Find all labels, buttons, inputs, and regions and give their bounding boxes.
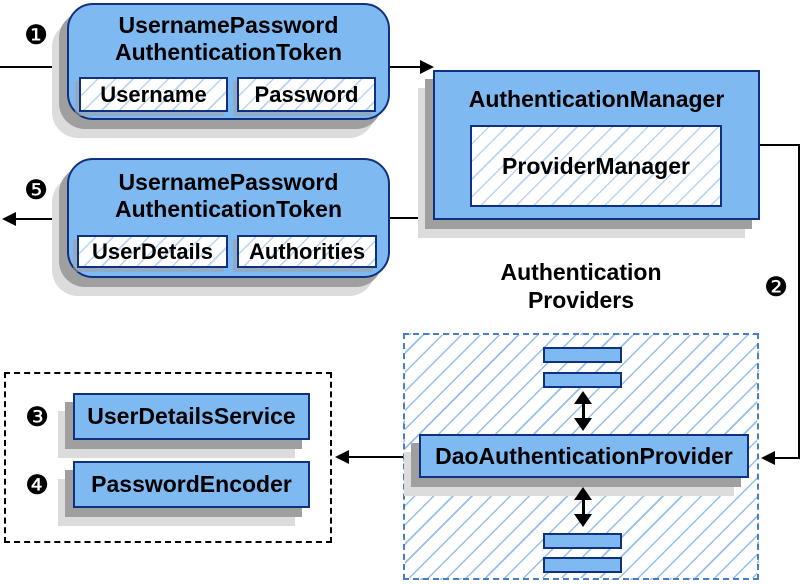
step1-incoming-line: [0, 66, 67, 68]
request-token-title-line1: UsernamePassword: [118, 12, 339, 38]
result-token-node: UsernamePassword AuthenticationToken Use…: [67, 158, 390, 278]
step4-badge: ❹: [25, 470, 50, 500]
user-details-service-node: UserDetailsService: [73, 393, 310, 440]
authentication-manager-title: AuthenticationManager: [468, 86, 725, 112]
step34-arrowhead-icon: [335, 450, 349, 464]
authorities-field: Authorities: [237, 235, 377, 268]
step1-arrow-line: [390, 66, 422, 68]
step5-badge: ❺: [24, 175, 49, 205]
provider-manager-box: ProviderManager: [470, 125, 722, 207]
step5-arrow-line: [14, 218, 67, 220]
step1-badge: ❶: [24, 20, 49, 50]
request-token-title: UsernamePassword AuthenticationToken: [69, 12, 388, 66]
step2-line-vertical: [798, 144, 800, 459]
username-field: Username: [79, 77, 228, 112]
provider-bar: [543, 347, 622, 363]
authentication-manager-node: AuthenticationManager ProviderManager: [433, 70, 760, 220]
step3-badge: ❸: [25, 402, 50, 432]
step2-line-bottom: [774, 457, 800, 459]
result-token-title-line1: UsernamePassword: [118, 169, 339, 195]
arrowhead-up-icon: [574, 487, 592, 500]
step1-arrowhead-icon: [420, 60, 434, 74]
double-arrow-top: [574, 391, 592, 431]
request-token-title-line2: AuthenticationToken: [114, 39, 342, 65]
provider-bar: [543, 557, 622, 573]
arrowhead-down-icon: [574, 418, 592, 431]
providers-group-title-line2: Providers: [527, 287, 635, 313]
password-encoder-node: PasswordEncoder: [73, 461, 310, 508]
password-field: Password: [237, 77, 376, 112]
step5-arrowhead-icon: [2, 212, 16, 226]
step2-line-top: [760, 144, 800, 146]
request-token-node: UsernamePassword AuthenticationToken Use…: [67, 3, 390, 120]
result-token-title: UsernamePassword AuthenticationToken: [69, 169, 388, 223]
arrow-shaft: [581, 495, 585, 519]
arrowhead-down-icon: [574, 514, 592, 527]
dao-authentication-provider-node: DaoAuthenticationProvider: [419, 434, 749, 478]
providers-group-title-line1: Authentication: [500, 259, 662, 285]
result-token-title-line2: AuthenticationToken: [114, 196, 342, 222]
arrowhead-up-icon: [574, 391, 592, 404]
provider-bar: [543, 372, 622, 388]
step2-arrowhead-icon: [761, 451, 775, 465]
step5-connector-line: [390, 217, 435, 219]
providers-group-title: Authentication Providers: [451, 258, 711, 314]
double-arrow-bottom: [574, 487, 592, 527]
userdetails-field: UserDetails: [77, 235, 228, 268]
provider-bar: [543, 533, 622, 549]
arrow-shaft: [581, 399, 585, 423]
step34-arrow-line: [348, 456, 419, 458]
step2-badge: ❷: [764, 272, 789, 302]
